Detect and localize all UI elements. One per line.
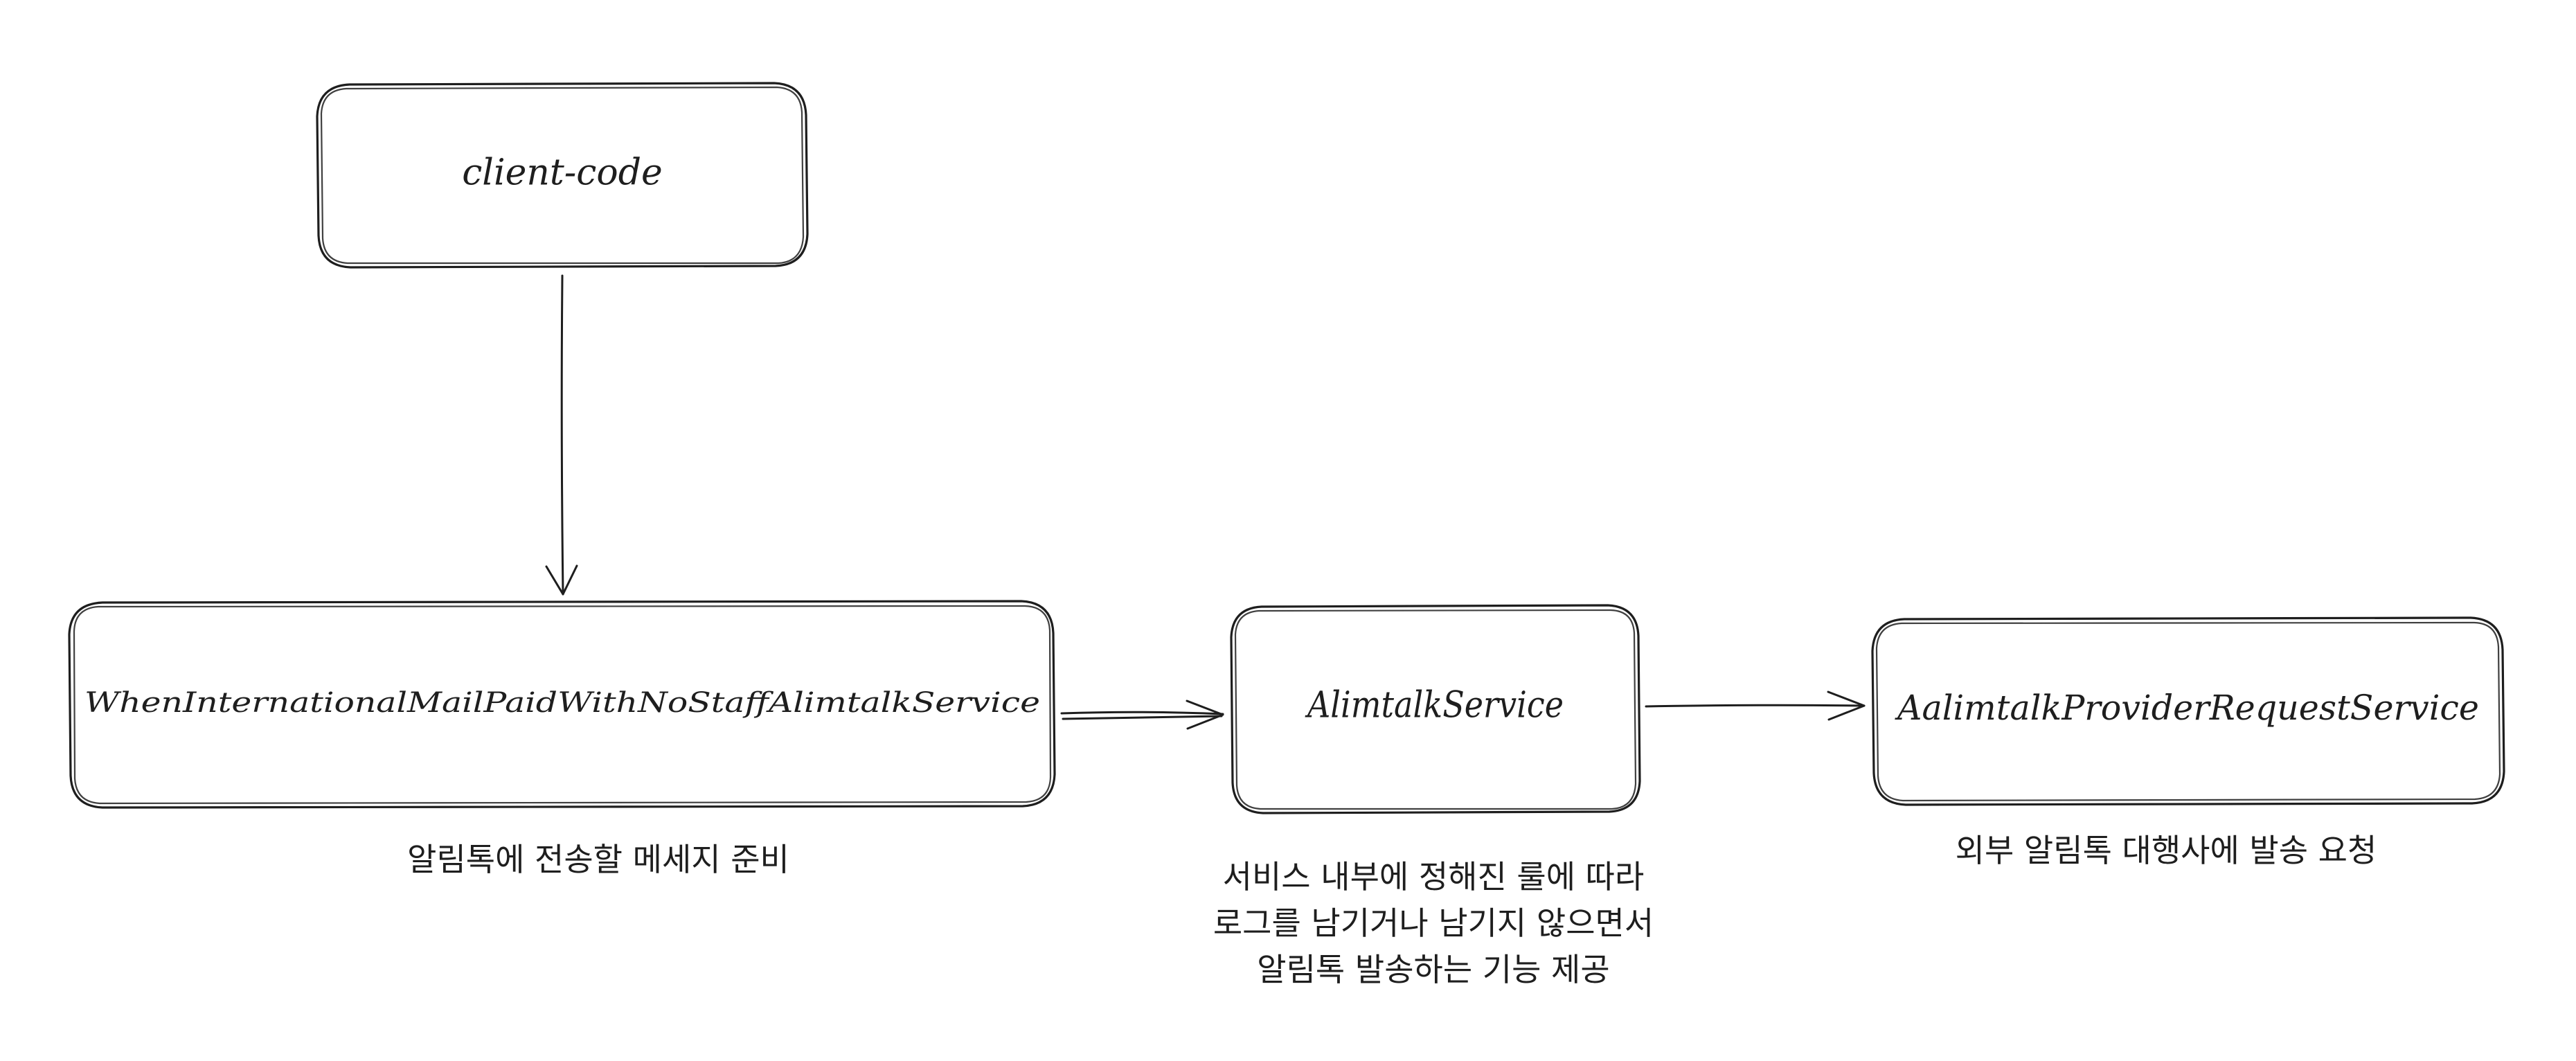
edge-when-to-alimtalk-arrowhead xyxy=(1186,699,1224,730)
caption-alimtalk-service-line: 알림톡 발송하는 기능 제공 xyxy=(1257,951,1609,988)
node-when-service[interactable]: WhenInternationalMailPaidWithNoStaffAlim… xyxy=(68,600,1056,809)
caption-alimtalk-service-line: 로그를 남기거나 남기지 않으면서 xyxy=(1213,904,1654,942)
edge-when-to-alimtalk-line xyxy=(1060,711,1224,715)
edge-alimtalk-to-provider xyxy=(1645,690,1866,721)
caption-provider-service-line: 외부 알림톡 대행사에 발송 요청 xyxy=(1956,832,2377,869)
edge-client-to-when xyxy=(545,274,578,596)
edge-client-to-when-line xyxy=(560,274,564,596)
node-when-service-outline xyxy=(68,600,1056,809)
node-client-code-label: client-code xyxy=(462,152,663,194)
node-client-code[interactable]: client-code xyxy=(316,82,809,269)
node-alimtalk-service-outline xyxy=(1230,604,1641,814)
node-client-code-outline xyxy=(316,82,809,269)
node-alimtalk-service-outline-sketch xyxy=(1234,609,1637,810)
node-provider-service-label: AalimtalkProviderRequestService xyxy=(1895,688,2479,728)
node-client-code-outline-sketch xyxy=(320,86,805,265)
node-provider-service[interactable]: AalimtalkProviderRequestService xyxy=(1871,616,2505,806)
edge-alimtalk-to-provider-arrowhead xyxy=(1827,690,1866,721)
node-provider-service-outline-sketch xyxy=(1875,621,2501,802)
node-alimtalk-service[interactable]: AlimtalkService xyxy=(1230,604,1641,814)
caption-provider-service: 외부 알림톡 대행사에 발송 요청 xyxy=(1956,832,2377,869)
node-alimtalk-service-label: AlimtalkService xyxy=(1305,685,1564,726)
caption-alimtalk-service-line: 서비스 내부에 정해진 룰에 따라 xyxy=(1223,858,1645,895)
edge-when-to-alimtalk xyxy=(1060,699,1224,730)
caption-when-service-line: 알림톡에 전송할 메세지 준비 xyxy=(407,841,789,878)
edge-when-to-alimtalk-line-sketch xyxy=(1062,715,1223,720)
caption-when-service: 알림톡에 전송할 메세지 준비 xyxy=(407,841,789,878)
edge-client-to-when-arrowhead xyxy=(545,564,578,596)
node-when-service-outline-sketch xyxy=(73,605,1052,805)
caption-alimtalk-service: 서비스 내부에 정해진 룰에 따라 로그를 남기거나 남기지 않으면서 알림톡 … xyxy=(1213,858,1654,988)
node-when-service-label: WhenInternationalMailPaidWithNoStaffAlim… xyxy=(84,687,1040,719)
node-provider-service-outline xyxy=(1871,616,2505,806)
edge-alimtalk-to-provider-line xyxy=(1645,704,1866,708)
